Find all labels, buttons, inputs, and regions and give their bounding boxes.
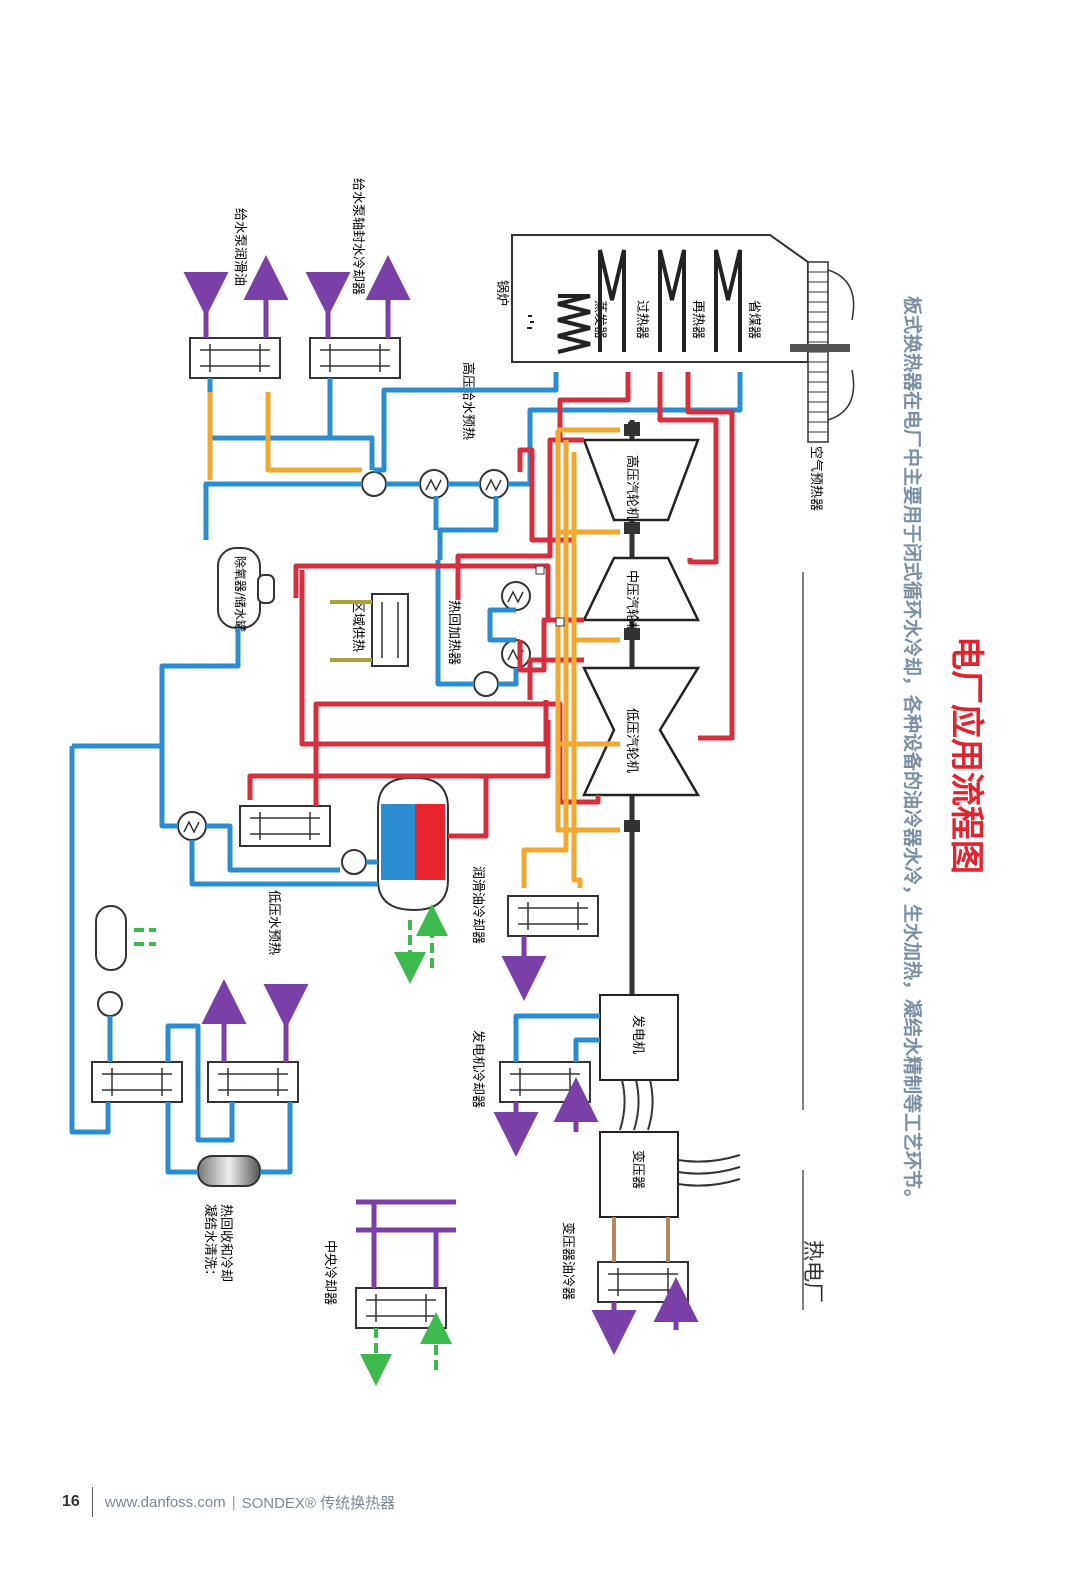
deaerator-label: 除氧器/储水罐 [233,556,248,632]
page-footer: 16 www.danfoss.com | SONDEX® 传统换热器 [62,1487,396,1517]
lp-turbine-label: 低压汽轮机 [624,708,639,773]
hp-turbine-label: 高压汽轮机 [624,455,640,520]
fw-pump-lube-label: 给水泵润滑油 [232,208,247,286]
boiler: 锅炉 蒸发器 过热器 再热器 省煤器 [494,234,809,363]
heat-exchanger-generator: 发电机冷却器 [470,1030,591,1108]
blue-piping [69,372,743,1175]
generator-label: 发电机 [630,1015,646,1054]
brown-piping [612,1217,670,1262]
heat-return-label: 热回加热器 [446,600,461,665]
heater-symbols [177,469,531,841]
page-subtitle: 板式换热器在电厂中主要用于闭式循环水冷却，各种设备的油冷器水冷，生水加热，凝结水… [901,296,924,1208]
valve-icon [628,422,640,432]
lp-heater-icon [177,811,207,841]
superheater-label: 过热器 [634,300,649,339]
page-number: 16 [62,1493,80,1510]
evaporator-coil [557,294,591,354]
ip-turbine-label: 中压汽轮机 [624,570,639,635]
heat-exchanger-central: 中央冷却器 [322,1240,447,1329]
district-heating-label: 区域供热 [350,600,365,652]
central-cooler-label: 中央冷却器 [322,1240,337,1305]
page-title: 电厂应用流程图 [947,636,985,874]
purple-piping [183,255,699,1355]
reheater-coil [658,249,686,352]
condenser-tank [377,777,449,912]
footer-brand: SONDEX® 传统换热器 [241,1494,396,1512]
valve-icon [535,565,545,575]
lp-preheat-label: 低压水预热 [266,890,281,955]
air-preheater: 空气预热器 [790,261,855,511]
deaerator: 除氧器/储水罐 [217,547,275,632]
condensate-label: 凝结水清洗：热回收和冷却 [202,1204,233,1282]
transformer-label: 变压器 [630,1150,646,1189]
hp-fw-preheat-label: 高压给水预热 [460,362,476,440]
economizer-coil [714,249,742,352]
olive-piping [330,600,372,662]
section-label: 热电厂 [801,1240,825,1303]
heat-exchanger-condensate-2 [207,1061,299,1103]
hp-turbine: 高压汽轮机 [582,424,700,534]
heat-exchanger-lp-preheat: 低压水预热 [239,805,331,955]
lube-cooler-label: 润滑油冷却器 [470,866,485,944]
transformer: 变压器 [599,1131,741,1218]
ip-heater-1-icon [501,581,531,611]
boiler-label: 锅炉 [494,280,510,306]
heat-exchanger-fw-lube [189,337,281,379]
heat-exchanger-district: 区域供热 [350,593,409,667]
footer-separator: | [231,1493,236,1511]
gen-cooler-label: 发电机冷却器 [470,1030,486,1108]
air-preheater-label: 空气预热器 [808,446,824,511]
condensate-pump-icon [341,849,367,875]
generator: 发电机 [599,994,679,1131]
valve-icon [555,617,565,627]
green-piping [134,904,452,1386]
condensate-vessel [95,905,261,1187]
orange-piping [207,392,620,888]
fw-pump-seal-label: 给水泵轴封水冷却器 [350,178,365,295]
ip-heater-2-icon [501,639,531,669]
heat-exchanger-lube-oil: 润滑油冷却器 [470,866,599,944]
footer-url[interactable]: www.danfoss.com [104,1493,226,1511]
fw-pump-icon [361,471,387,497]
heat-exchanger-condensate-1 [91,1061,183,1103]
pumps [97,471,499,1017]
hp-heater-2-icon [479,469,509,499]
heat-exchanger-fw-seal [309,337,401,379]
condensate-lift-pump-icon [97,991,123,1017]
reheater-label: 再热器 [690,300,705,339]
superheater-coil [598,249,626,352]
economizer-label: 省煤器 [746,300,761,339]
hp-heater-1-icon [419,469,449,499]
district-pump-icon [473,671,499,697]
footer-divider [91,1487,93,1517]
lp-turbine: 低压汽轮机 [582,666,701,832]
ip-turbine: 中压汽轮机 [582,556,700,640]
transformer-cooler-label: 变压器油冷器 [560,1222,576,1300]
